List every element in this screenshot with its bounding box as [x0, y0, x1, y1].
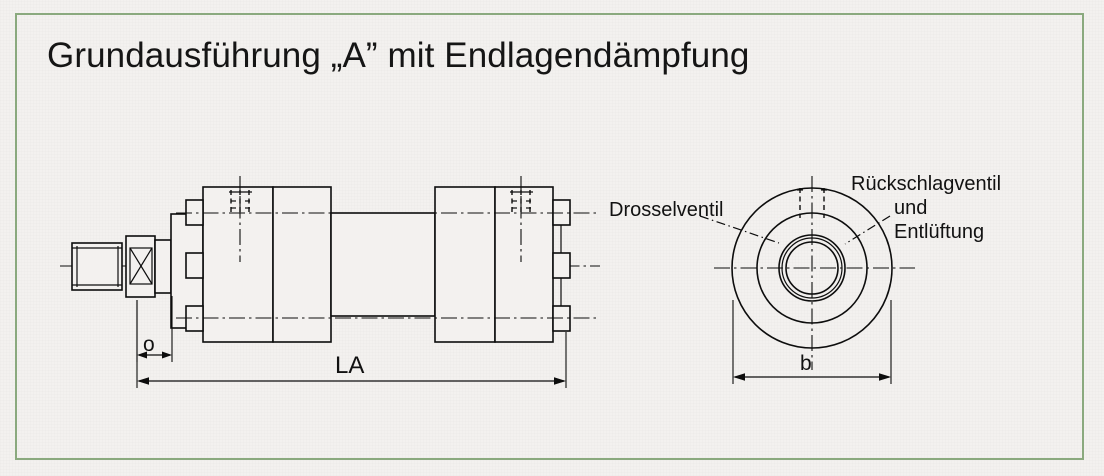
- rear-valve-hidden-lines: [511, 190, 531, 215]
- green-border-frame: [15, 13, 1084, 460]
- dim-b-arrow-left: [733, 373, 745, 381]
- front-valve-boss-detail: [797, 188, 827, 218]
- dimension-label-la: LA: [335, 352, 365, 379]
- dimension-b: [732, 300, 892, 384]
- rod-thread-body: [71, 242, 123, 291]
- tie-rod-nub-rear-middle: [552, 252, 571, 279]
- dim-o-arrow-left: [137, 351, 147, 359]
- rear-end-cap-flange: [494, 186, 554, 343]
- dim-o-arrow-right: [162, 351, 172, 359]
- rod-collar: [154, 239, 172, 294]
- rear-cushion-valve-detail: [510, 176, 533, 262]
- label-entlueftung: Entlüftung: [894, 221, 985, 243]
- rod-nut-section-square: [129, 247, 153, 285]
- dimension-la: [136, 300, 567, 388]
- leader-rueckschlagventil: [844, 215, 891, 245]
- front-valve-hidden-bore: [799, 188, 825, 218]
- tie-rod-nub-front-middle: [185, 252, 204, 279]
- pneumatic-cylinder-side-view: [60, 176, 600, 388]
- dim-b-arrow-right: [879, 373, 891, 381]
- rod-nut-section-x-2: [129, 247, 153, 285]
- rear-end-cap: [434, 186, 496, 343]
- dim-la-arrow-right: [554, 377, 566, 385]
- pneumatic-cylinder-front-view: [699, 176, 915, 384]
- page-title: Grundausführung „A” mit Endlagendämpfung: [47, 36, 750, 75]
- label-und: und: [894, 197, 928, 219]
- front-end-cap: [202, 186, 274, 343]
- front-cushion-valve-detail: [229, 176, 252, 262]
- cylinder-barrel: [330, 212, 436, 317]
- dimension-label-o: o: [143, 333, 155, 356]
- label-drosselventil: Drosselventil: [609, 199, 724, 221]
- front-valve-hidden-lines: [230, 190, 250, 215]
- label-rueckschlagventil: Rückschlagventil: [851, 173, 1002, 195]
- leader-drosselventil: [699, 215, 780, 244]
- front-end-cap-flange: [272, 186, 332, 343]
- dimension-label-b: b: [800, 352, 812, 375]
- dim-la-arrow-left: [137, 377, 149, 385]
